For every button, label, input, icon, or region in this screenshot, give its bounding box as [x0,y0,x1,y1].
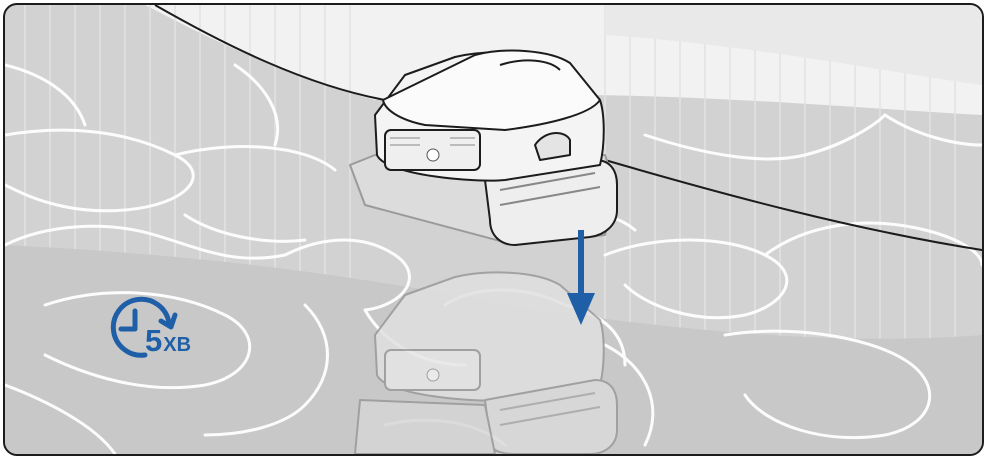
illustration-frame: 5XB [3,3,984,456]
pool-scene [5,5,982,454]
timer-unit: XB [163,334,191,356]
timer-badge: 5XB [105,295,225,365]
timer-label: 5XB [145,325,191,356]
timer-value: 5 [145,323,162,358]
